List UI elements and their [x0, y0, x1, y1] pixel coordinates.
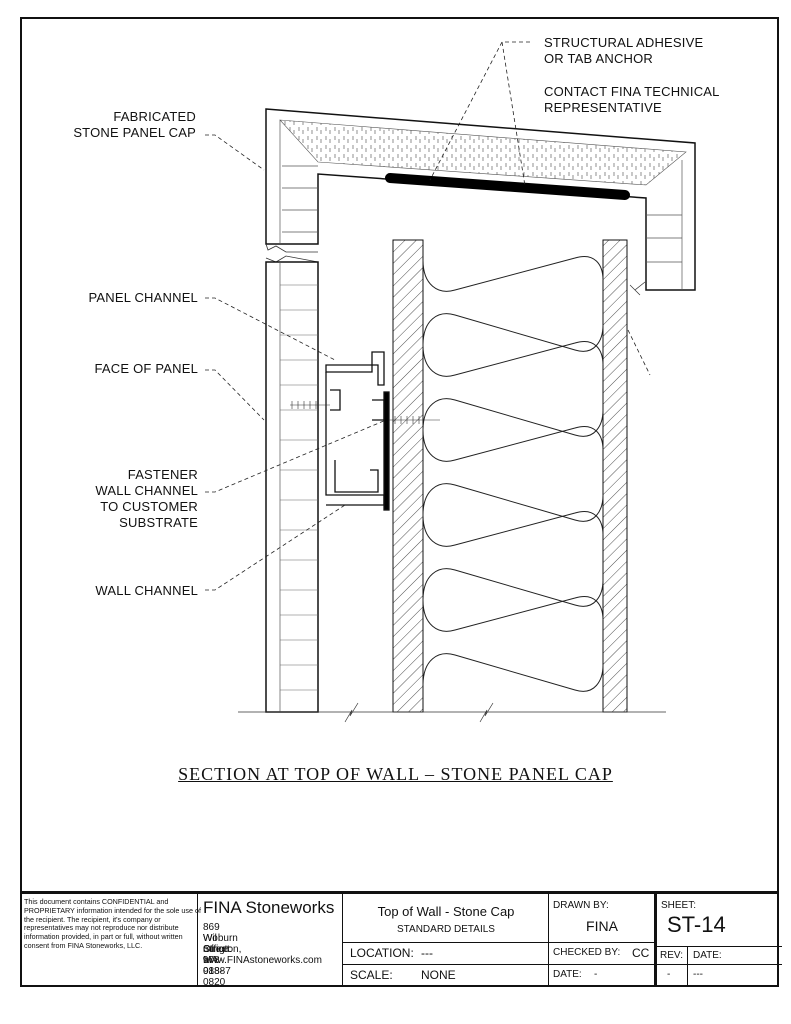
- title-block: This document contains CONFIDENTIAL and …: [20, 891, 782, 990]
- label-panel-channel: PANEL CHANNEL: [88, 290, 198, 305]
- sheet-number: ST-14: [667, 912, 726, 937]
- substrate-hatch-right: [602, 239, 628, 713]
- checked-by-label: CHECKED BY:: [553, 947, 621, 958]
- drawing-sheet-border: [20, 17, 779, 987]
- rev-label: REV:: [660, 950, 683, 961]
- stone-panel-cap: [265, 108, 696, 291]
- adhesive-bead: [385, 173, 630, 200]
- location-label: LOCATION:: [350, 946, 414, 960]
- divider: [343, 964, 549, 965]
- label-fastener: FASTENER WALL CHANNEL TO CUSTOMER SUBSTR…: [60, 467, 198, 531]
- label-line: SUBSTRATE: [119, 515, 198, 530]
- company-name: FINA Stoneworks: [203, 898, 335, 917]
- label-wall-channel: WALL CHANNEL: [95, 583, 198, 598]
- scale-value: NONE: [421, 968, 456, 982]
- label-line: CONTACT FINA TECHNICAL: [544, 84, 720, 99]
- drawn-by-cell: DRAWN BY: FINA CHECKED BY: CC DATE: -: [548, 894, 655, 987]
- drawing-title: Top of Wall - Stone Cap: [377, 904, 515, 919]
- label-face-of-panel: FACE OF PANEL: [94, 361, 198, 376]
- rev-date-label: DATE:: [693, 950, 722, 961]
- divider: [343, 942, 549, 943]
- rev-date-value: ---: [693, 969, 703, 980]
- drawn-by-value: FINA: [586, 918, 618, 934]
- fastener: [290, 401, 440, 424]
- scale-label: SCALE:: [350, 968, 393, 982]
- rev-value: -: [667, 969, 671, 980]
- divider: [549, 942, 655, 943]
- panel-and-wall-channels: [325, 351, 390, 511]
- label-line: TO CUSTOMER: [100, 499, 198, 514]
- divider: [687, 946, 688, 987]
- label-line: FASTENER: [127, 467, 198, 482]
- face-of-panel: [265, 261, 319, 713]
- label-line: OR TAB ANCHOR: [544, 51, 654, 66]
- company-cell: FINA Stoneworks 869 Woburn Street Wil mi…: [197, 894, 334, 988]
- drawn-by-label: DRAWN BY:: [553, 900, 609, 911]
- divider: [657, 964, 782, 965]
- address-line-1: 869 Woburn Street: [203, 922, 238, 955]
- label-line: WALL CHANNEL: [95, 483, 198, 498]
- sheet-cell: SHEET: ST-14 REV: DATE: - ---: [654, 894, 782, 987]
- date-label: DATE:: [553, 969, 582, 980]
- sheet-label: SHEET:: [661, 900, 697, 911]
- section-title: SECTION AT TOP OF WALL – STONE PANEL CAP: [178, 764, 613, 784]
- insulation-batting: [422, 256, 604, 692]
- date-value: -: [594, 969, 598, 980]
- label-line: FABRICATED: [113, 109, 196, 124]
- location-value: ---: [421, 946, 433, 960]
- substrate-hatch-left: [392, 239, 424, 713]
- label-contact-fina: CONTACT FINA TECHNICAL REPRESENTATIVE: [544, 84, 764, 116]
- label-line: REPRESENTATIVE: [544, 100, 662, 115]
- label-line: STONE PANEL CAP: [73, 125, 196, 140]
- label-structural-adhesive: STRUCTURAL ADHESIVE OR TAB ANCHOR: [544, 35, 744, 67]
- confidential-notice: This document contains CONFIDENTIAL and …: [24, 897, 201, 950]
- website: www.FINAstoneworks.com: [203, 955, 322, 966]
- divider: [657, 946, 782, 947]
- checked-by-value: CC: [632, 946, 650, 960]
- divider: [549, 964, 655, 965]
- label-line: STRUCTURAL ADHESIVE: [544, 35, 704, 50]
- leader-lines: [205, 41, 651, 591]
- label-fabricated-cap: FABRICATED STONE PANEL CAP: [60, 109, 196, 141]
- drawing-info-cell: Top of Wall - Stone Cap STANDARD DETAILS…: [342, 894, 549, 987]
- address-line-2: Wil mington, MA 01887: [203, 933, 242, 977]
- drawing-subtitle: STANDARD DETAILS: [397, 924, 495, 935]
- office-phone: Office: 978-988-0820: [203, 944, 232, 988]
